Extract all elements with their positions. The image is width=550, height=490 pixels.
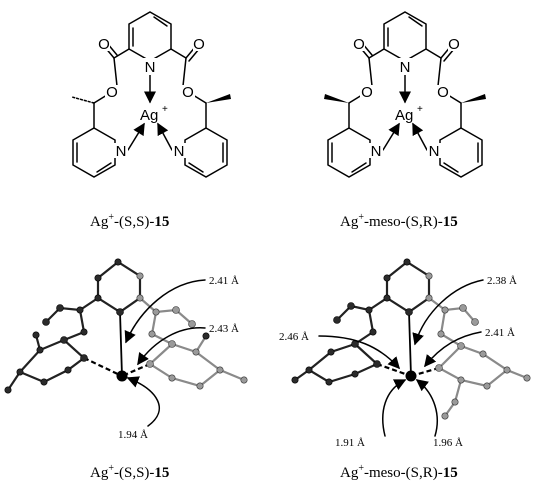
atom-o-carbonyl-right: O bbox=[193, 36, 205, 53]
atom-ag: Ag bbox=[140, 107, 158, 124]
distance-label: 2.41 Å bbox=[485, 327, 515, 339]
atom-n-left: N bbox=[116, 143, 127, 160]
caption-meso-2d: Ag+-meso-(S,R)-15 bbox=[340, 212, 458, 230]
atom-n-right: N bbox=[174, 143, 185, 160]
atoms-ss bbox=[4, 258, 248, 394]
crystal-structure-meso: 2.38 Å 2.46 Å 2.41 Å 1.91 Å 1.96 Å bbox=[279, 258, 531, 449]
atom-o-ester-left: O bbox=[106, 84, 118, 101]
ag-charge: + bbox=[417, 104, 423, 115]
crystal-structure-ss: 2.41 Å 2.43 Å 1.94 Å bbox=[4, 258, 248, 441]
distance-label: 2.46 Å bbox=[279, 331, 309, 343]
structure-meso-2d: N Ag + O O O O N N bbox=[324, 11, 486, 178]
pyridine-ring-left bbox=[72, 127, 116, 178]
distance-label: 1.96 Å bbox=[433, 437, 463, 449]
pyridine-ring-left bbox=[327, 127, 371, 178]
atom-n-right: N bbox=[429, 143, 440, 160]
caption-ss-crystal: Ag+-(S,S)-15 bbox=[90, 463, 170, 481]
atom-o-carbonyl-right: O bbox=[448, 36, 460, 53]
ag-charge: + bbox=[162, 104, 168, 115]
pyridine-ring-top bbox=[383, 11, 427, 62]
distance-label: 1.91 Å bbox=[335, 437, 365, 449]
ag-atom bbox=[405, 370, 417, 382]
pyridine-ring-right bbox=[184, 127, 228, 178]
distance-label: 2.41 Å bbox=[209, 275, 239, 287]
atom-n-top: N bbox=[400, 59, 411, 76]
atom-o-ester-left: O bbox=[361, 84, 373, 101]
atom-o-ester-right: O bbox=[182, 84, 194, 101]
atom-o-carbonyl-left: O bbox=[353, 36, 365, 53]
structure-ss-2d: N Ag + O O O O N N bbox=[71, 11, 231, 178]
atom-n-top: N bbox=[145, 59, 156, 76]
atom-o-ester-right: O bbox=[437, 84, 449, 101]
distance-label: 2.43 Å bbox=[209, 323, 239, 335]
distance-label: 1.94 Å bbox=[118, 429, 148, 441]
distance-label: 2.38 Å bbox=[487, 275, 517, 287]
pyridine-ring-top bbox=[128, 11, 172, 62]
atom-n-left: N bbox=[371, 143, 382, 160]
atoms-meso bbox=[291, 258, 531, 420]
caption-ss-2d: Ag+-(S,S)-15 bbox=[90, 212, 170, 230]
pyridine-ring-right bbox=[439, 127, 483, 178]
atom-o-carbonyl-left: O bbox=[98, 36, 110, 53]
bond bbox=[113, 48, 130, 59]
ag-atom bbox=[116, 370, 128, 382]
atom-ag: Ag bbox=[395, 107, 413, 124]
caption-meso-crystal: Ag+-meso-(S,R)-15 bbox=[340, 463, 458, 481]
